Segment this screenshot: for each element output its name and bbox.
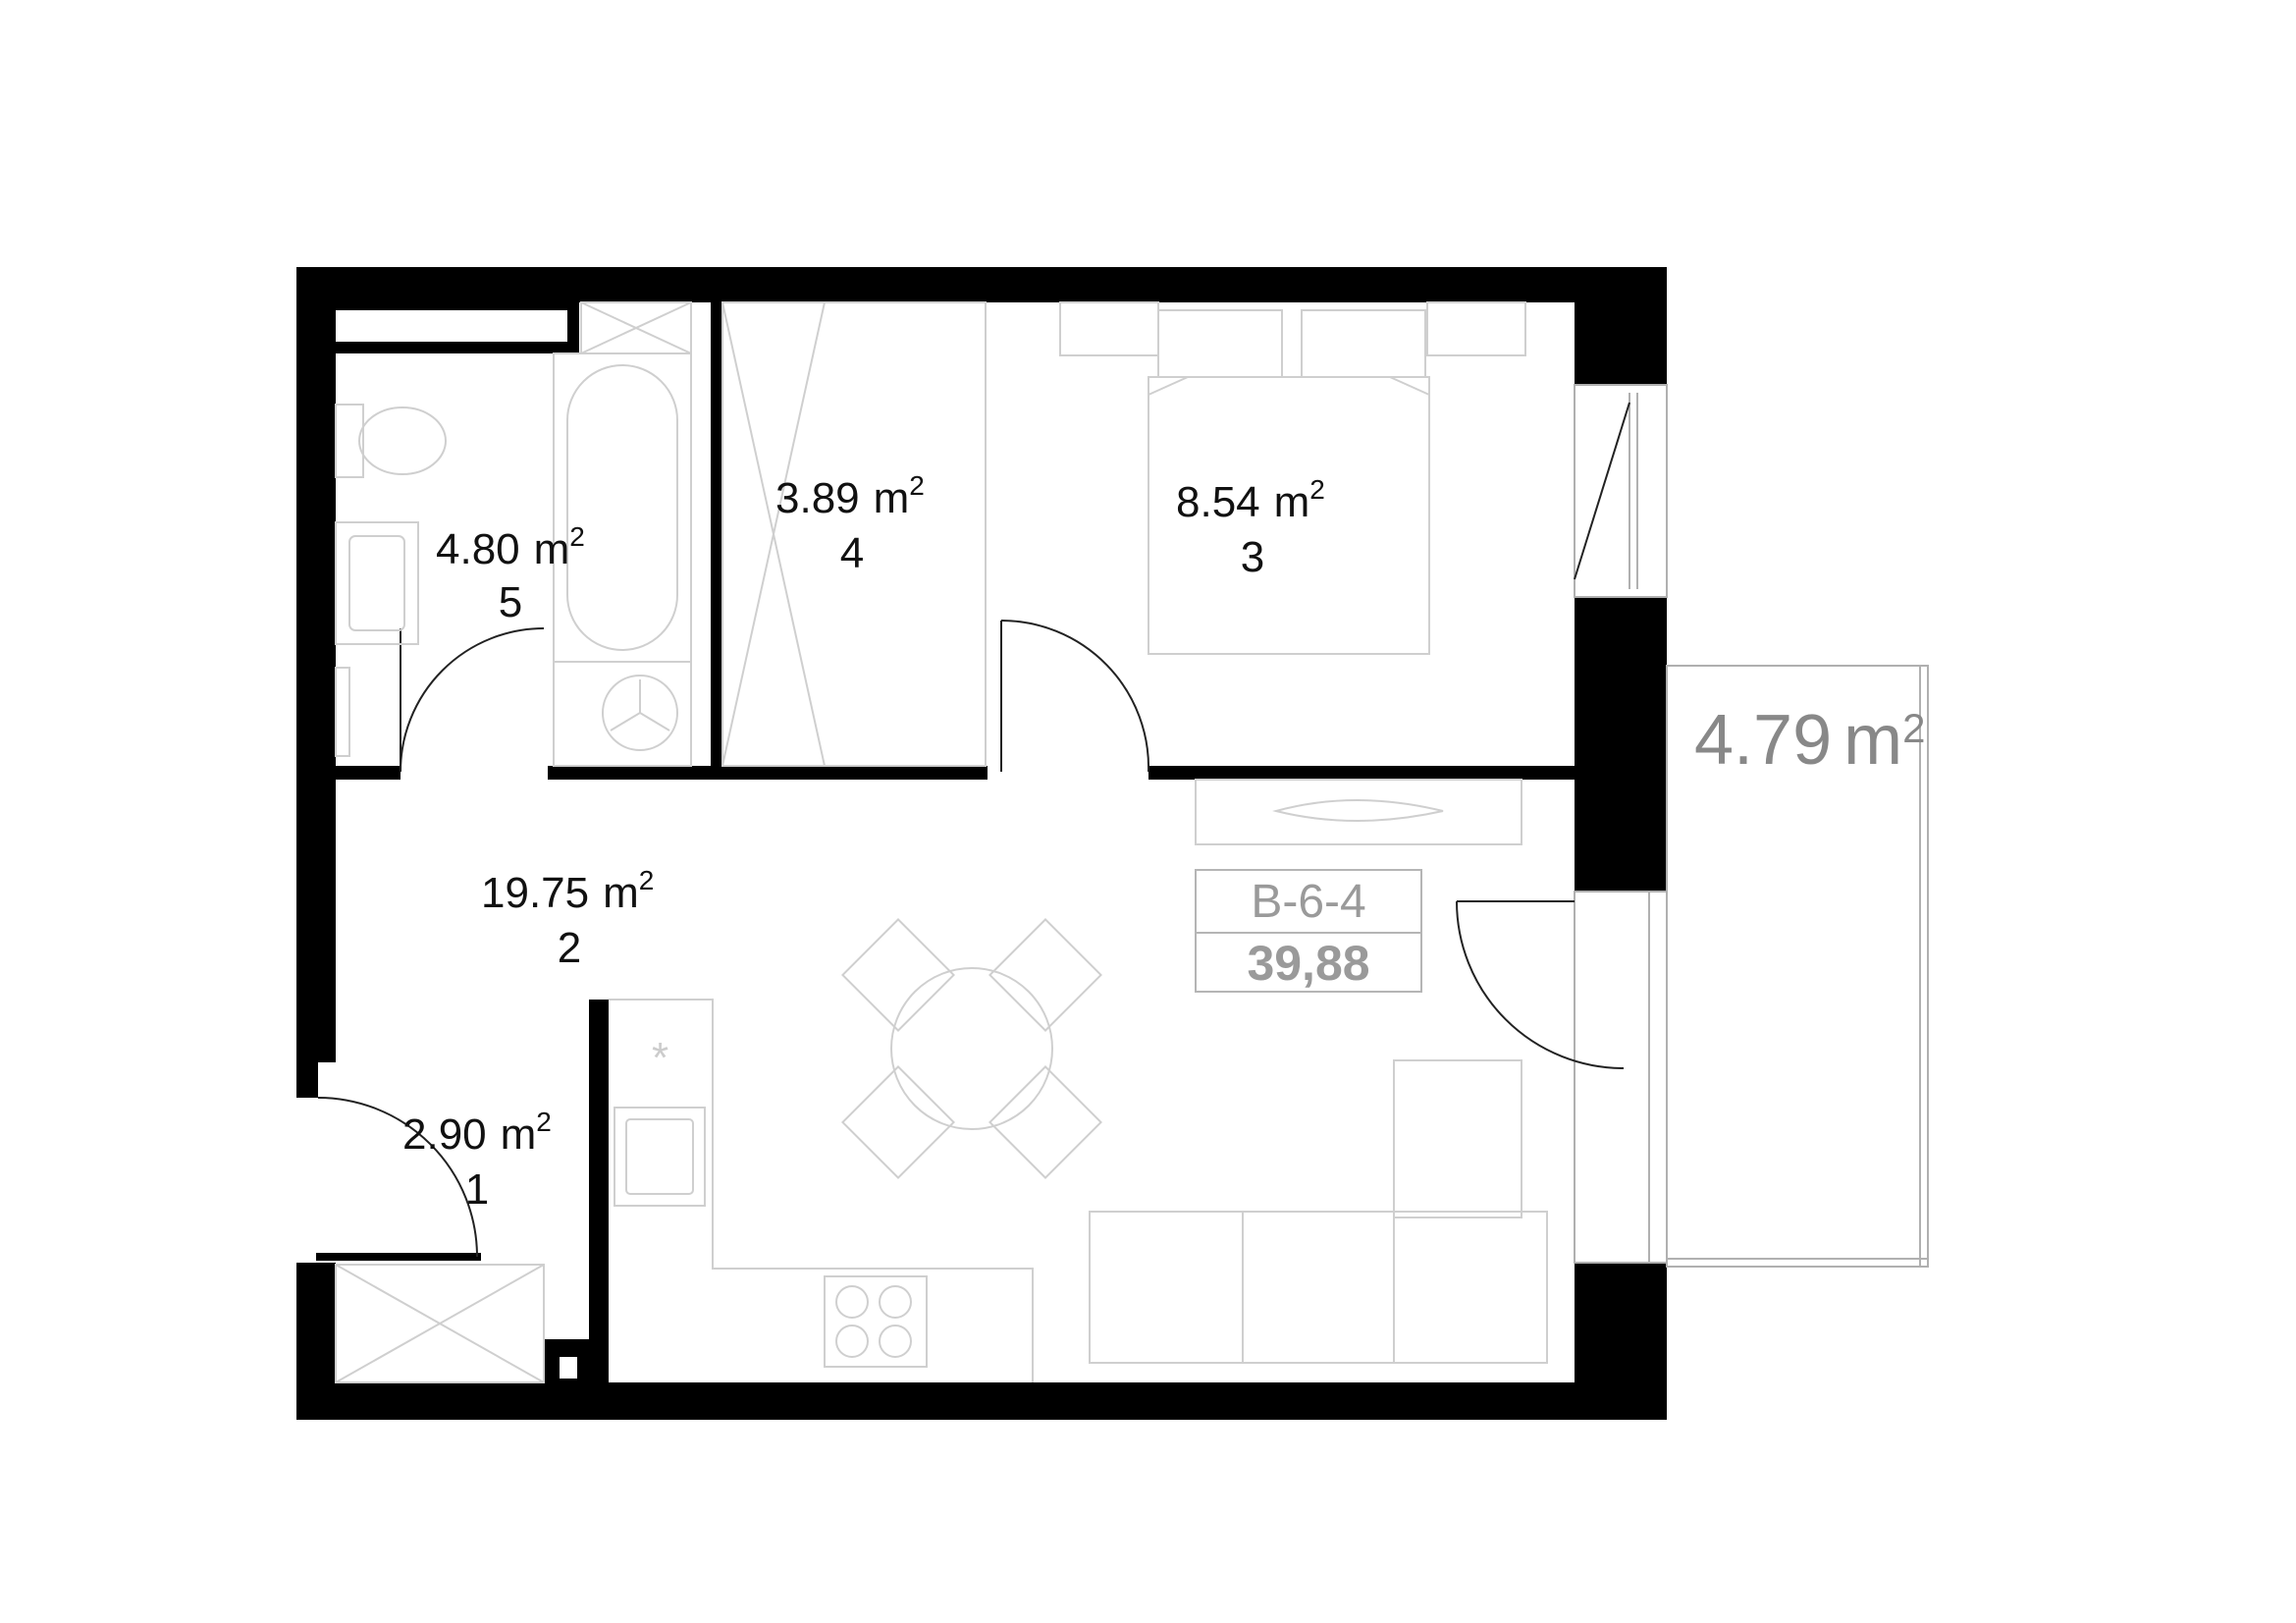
doors [317,402,1630,1258]
room-1-area: 2.90 [402,1110,487,1159]
room-1-unit-sup: 2 [536,1107,552,1137]
room-3-unit: m [1274,478,1310,526]
room-label-3: 8.54 m2 3 [1176,474,1325,581]
balcony-area: 4.79 [1694,701,1832,780]
fixtures: * [335,301,1548,1383]
room-4-unit: m [874,474,910,522]
room-label-5: 4.80 m2 5 [436,521,585,626]
room-1-number: 1 [465,1165,489,1214]
walls [296,267,1667,1420]
room-5-unit: m [534,525,570,573]
balcony-unit: m [1843,701,1902,780]
apartment-code: B-6-4 [1251,876,1365,928]
room-2-number: 2 [558,924,581,972]
windows [1574,384,1668,1264]
room-1-unit: m [501,1110,537,1159]
room-2-unit: m [603,869,639,917]
room-3-number: 3 [1241,533,1264,581]
apartment-tag: B-6-4 39,88 [1195,869,1422,993]
room-3-unit-sup: 2 [1309,474,1325,505]
room-4-unit-sup: 2 [909,470,925,501]
room-2-area: 19.75 [481,869,589,917]
room-label-2: 19.75 m2 2 [481,865,654,972]
room-3-area: 8.54 [1176,478,1260,526]
room-4-area: 3.89 [775,474,860,522]
room-4-number: 4 [840,529,864,577]
room-5-number: 5 [499,578,522,626]
balcony-unit-sup: 2 [1902,705,1925,751]
svg-text:*: * [652,1034,668,1082]
apartment-total-area: 39,88 [1247,936,1369,991]
room-5-unit-sup: 2 [569,521,585,552]
room-5-area: 4.80 [436,525,520,573]
room-2-unit-sup: 2 [639,865,655,895]
room-label-4: 3.89 m2 4 [775,470,925,577]
room-label-1: 2.90 m2 1 [402,1107,552,1214]
